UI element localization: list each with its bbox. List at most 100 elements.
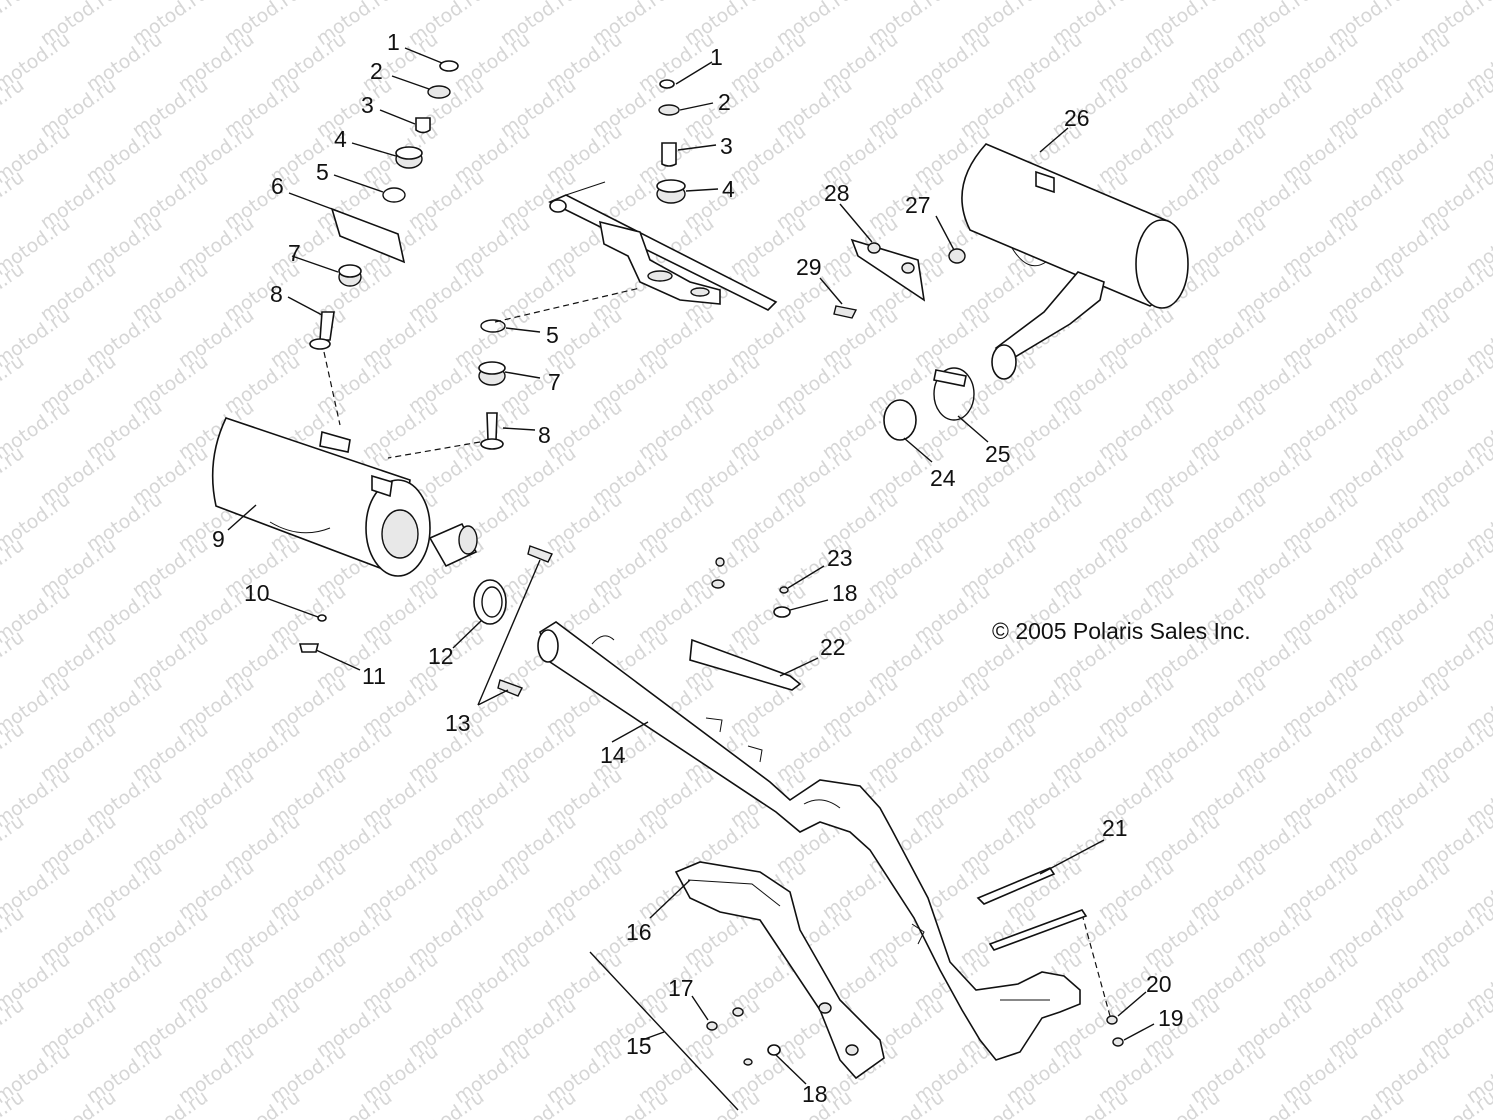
watermark-text: motod.ru <box>36 1086 120 1120</box>
part-19-nut <box>1112 1023 1155 1047</box>
part-3-center-bushing <box>661 142 717 167</box>
watermark-text: motod.ru <box>0 166 28 234</box>
watermark-text: motod.ru <box>0 0 28 50</box>
part-11-clip <box>298 643 361 671</box>
part-24-cap <box>883 399 933 463</box>
watermark-text: motod.ru <box>680 1086 764 1120</box>
part-25-clamp <box>933 367 989 443</box>
callout-1-left: 1 <box>387 29 400 55</box>
callout-24: 24 <box>930 465 956 491</box>
watermark-text: motod.ru <box>128 1086 212 1120</box>
part-12-gasket <box>452 579 507 649</box>
watermark-text: motod.ru <box>0 718 28 786</box>
callout-7-center: 7 <box>548 369 561 395</box>
watermark-text: motod.ru <box>0 442 28 510</box>
callout-9: 9 <box>212 526 225 552</box>
callout-28: 28 <box>824 180 850 206</box>
callout-8-left: 8 <box>270 281 283 307</box>
callout-11: 11 <box>362 663 386 689</box>
callout-2-center: 2 <box>718 89 731 115</box>
part-10-screw <box>265 597 327 622</box>
callout-18-lower: 18 <box>802 1081 828 1107</box>
callout-12: 12 <box>428 643 454 669</box>
watermark-text: motod.ru <box>404 1086 488 1120</box>
watermark-text: motod.ru <box>0 994 28 1062</box>
callout-8-center: 8 <box>538 422 551 448</box>
part-15-heat-shield-assembly-leader <box>589 951 739 1111</box>
watermark-text: motod.ru <box>1324 1086 1408 1120</box>
callout-16: 16 <box>626 919 652 945</box>
watermark-text: motod.ru <box>0 902 28 970</box>
watermark-text: motod.ru <box>0 350 28 418</box>
callout-19: 19 <box>1158 1005 1184 1031</box>
callout-14: 14 <box>600 742 626 768</box>
callout-26: 26 <box>1064 105 1090 131</box>
part-21-gasket <box>976 839 1105 951</box>
part-23-bolt <box>711 557 825 594</box>
part-14-mid-pipe <box>537 621 1081 1061</box>
callout-5-left: 5 <box>316 159 329 185</box>
watermark-text: motod.ru <box>0 626 28 694</box>
part-4-left-grommet <box>351 142 423 169</box>
watermark-text: motod.ru <box>1140 1086 1224 1120</box>
callout-18-upper: 18 <box>832 580 858 606</box>
callout-6: 6 <box>271 173 284 199</box>
callout-20: 20 <box>1146 971 1172 997</box>
part-18-lower-washer <box>743 1044 807 1085</box>
callout-3-left: 3 <box>361 92 374 118</box>
watermark-text: motod.ru <box>312 1086 396 1120</box>
callout-29: 29 <box>796 254 822 280</box>
part-5-left-oring <box>333 174 406 203</box>
part-5-center-oring <box>480 319 541 333</box>
part-26-right-muffler <box>961 127 1189 380</box>
watermark-text: motod.ru <box>956 1086 1040 1120</box>
callout-4-center: 4 <box>722 176 735 202</box>
watermark-text: motod.ru <box>496 1086 580 1120</box>
copyright-notice: © 2005 Polaris Sales Inc. <box>992 618 1251 644</box>
watermark-text: motod.ru <box>0 74 28 142</box>
watermark-text: motod.ru <box>220 1086 304 1120</box>
callout-2-left: 2 <box>370 58 383 84</box>
part-1-center-bolt <box>659 61 713 89</box>
callout-5-center: 5 <box>546 322 559 348</box>
part-16-heat-shield <box>649 861 885 1080</box>
callout-17: 17 <box>668 975 694 1001</box>
callout-27: 27 <box>905 192 931 218</box>
part-4-center-grommet <box>656 179 719 204</box>
callout-23: 23 <box>827 545 853 571</box>
callout-1-center: 1 <box>710 44 723 70</box>
callout-4-left: 4 <box>334 126 347 152</box>
watermark-text: motod.ru <box>588 1086 672 1120</box>
part-9-left-muffler <box>211 417 478 577</box>
watermark-text: motod.ru <box>0 258 28 326</box>
watermark-text: motod.ru <box>0 810 28 878</box>
part-17-nut <box>691 995 744 1031</box>
part-1-left-bolt <box>404 47 459 72</box>
frame-rail <box>494 181 778 323</box>
watermark-text: motod.ru <box>864 1086 948 1120</box>
watermark-text: motod.ru <box>1232 1086 1316 1120</box>
part-29-spring <box>819 277 858 319</box>
part-20-washer <box>1081 913 1147 1025</box>
callout-22: 22 <box>820 634 846 660</box>
callout-7-left: 7 <box>288 240 301 266</box>
part-27-nut <box>935 215 966 264</box>
part-2-center-washer <box>658 102 714 116</box>
callout-21: 21 <box>1102 815 1128 841</box>
part-22-heat-shield <box>689 638 819 691</box>
watermark-text: motod.ru <box>1462 0 1493 4</box>
part-8-center-bolt <box>387 412 536 459</box>
callout-3-center: 3 <box>720 133 733 159</box>
watermark-text: motod.ru <box>0 534 28 602</box>
part-7-left-grommet <box>291 255 362 287</box>
part-3-left-bushing <box>379 109 431 134</box>
part-18-upper-washer <box>773 599 829 618</box>
part-13-springs <box>477 545 553 706</box>
part-2-left-washer <box>391 75 451 99</box>
part-28-bracket <box>839 203 926 302</box>
callout-15: 15 <box>626 1033 652 1059</box>
callout-10: 10 <box>244 580 270 606</box>
